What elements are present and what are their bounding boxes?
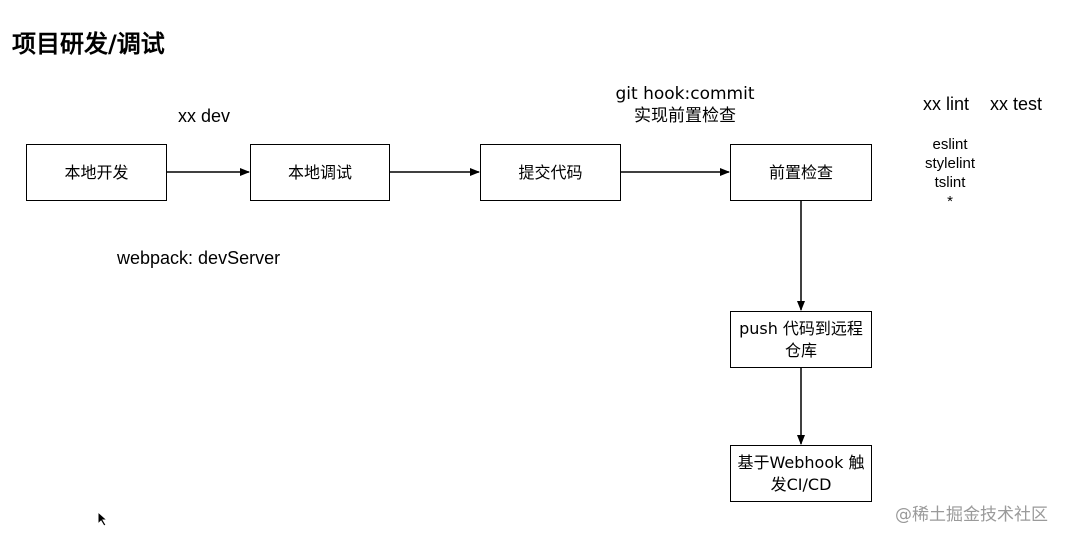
node-ci-cd: 基于Webhook 触 发CI/CD <box>730 445 872 502</box>
node-push-remote: push 代码到远程 仓库 <box>730 311 872 368</box>
label-xx-lint: xx lint <box>923 94 970 114</box>
node-commit-code: 提交代码 <box>480 144 621 201</box>
node-local-dev-label: 本地开发 <box>64 162 129 182</box>
mouse-cursor-icon <box>97 511 109 527</box>
lint-tool-tslint: tslint <box>934 174 966 191</box>
lint-tools-list: eslint stylelint tslint * <box>910 135 990 211</box>
lint-tool-stylelint: stylelint <box>924 155 976 172</box>
lint-tool-asterisk: * <box>947 193 953 210</box>
label-webpack-dev-server: webpack: devServer <box>117 248 281 268</box>
node-local-debug-label: 本地调试 <box>287 162 352 182</box>
node-push-remote-line1: push 代码到远程 <box>739 318 863 338</box>
lint-tool-eslint: eslint <box>932 136 968 153</box>
node-pre-check: 前置检查 <box>730 144 872 201</box>
node-commit-code-label: 提交代码 <box>518 162 583 182</box>
node-local-debug: 本地调试 <box>250 144 390 201</box>
label-xx-test: xx test <box>990 94 1043 114</box>
label-git-hook-line2: 实现前置检查 <box>634 106 736 126</box>
watermark: @稀土掘金技术社区 <box>895 505 1048 525</box>
node-push-remote-line2: 仓库 <box>784 340 817 360</box>
node-pre-check-label: 前置检查 <box>768 162 833 182</box>
label-git-hook: git hook:commit 实现前置检查 <box>605 83 765 127</box>
node-local-dev: 本地开发 <box>26 144 167 201</box>
page-title: 项目研发/调试 <box>12 30 165 58</box>
node-ci-cd-line2: 发CI/CD <box>770 474 832 494</box>
label-xx-dev: xx dev <box>178 106 231 126</box>
node-ci-cd-line1: 基于Webhook 触 <box>737 452 865 472</box>
label-git-hook-line1: git hook:commit <box>615 84 755 104</box>
